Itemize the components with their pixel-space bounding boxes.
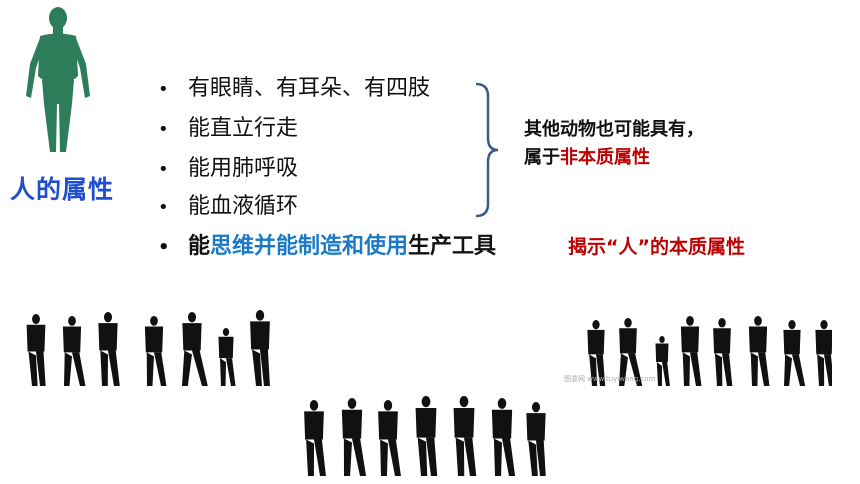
people-silhouettes-icon xyxy=(304,396,546,476)
list-item: • 能用肺呼吸 xyxy=(158,154,298,184)
non-essential-note: 其他动物也可能具有， 属于非本质属性 xyxy=(524,116,704,172)
essential-note: 揭示“人”的本质属性 xyxy=(568,236,745,258)
note-prefix: 属于 xyxy=(524,147,560,168)
watermark: 图意网 www.tuyiwang.com xyxy=(564,375,656,383)
bullet-icon: • xyxy=(158,79,169,100)
bullet-icon: • xyxy=(158,119,169,140)
note-line-2: 属于非本质属性 xyxy=(524,144,704,172)
bullet-icon: • xyxy=(158,197,169,218)
final-bullet-part1: 能 xyxy=(188,234,211,259)
list-item: • 能直立行走 xyxy=(158,114,298,144)
list-item-text: 有眼睛、有耳朵、有四肢 xyxy=(188,76,431,101)
people-silhouettes-icon xyxy=(26,310,270,386)
list-item-essential: • 能思维并能制造和使用生产工具 xyxy=(158,232,496,262)
list-item: • 能血液循环 xyxy=(158,192,298,222)
final-bullet-part3: 生产工具 xyxy=(408,234,497,259)
page-title: 人的属性 xyxy=(10,175,115,204)
bullet-icon: • xyxy=(158,237,170,258)
human-figure-icon xyxy=(26,7,90,152)
note-line-1: 其他动物也可能具有， xyxy=(524,119,704,140)
note-highlight: 非本质属性 xyxy=(560,147,650,168)
list-item-text: 能用肺呼吸 xyxy=(188,156,299,181)
people-silhouettes-icon xyxy=(587,316,832,386)
list-item-text: 能直立行走 xyxy=(188,116,299,141)
right-brace-icon xyxy=(475,82,499,218)
list-item-text: 能血液循环 xyxy=(188,194,299,219)
bullet-icon: • xyxy=(158,159,169,180)
final-bullet-part2: 思维并能制造和使用 xyxy=(210,234,409,259)
list-item: • 有眼睛、有耳朵、有四肢 xyxy=(158,74,430,104)
